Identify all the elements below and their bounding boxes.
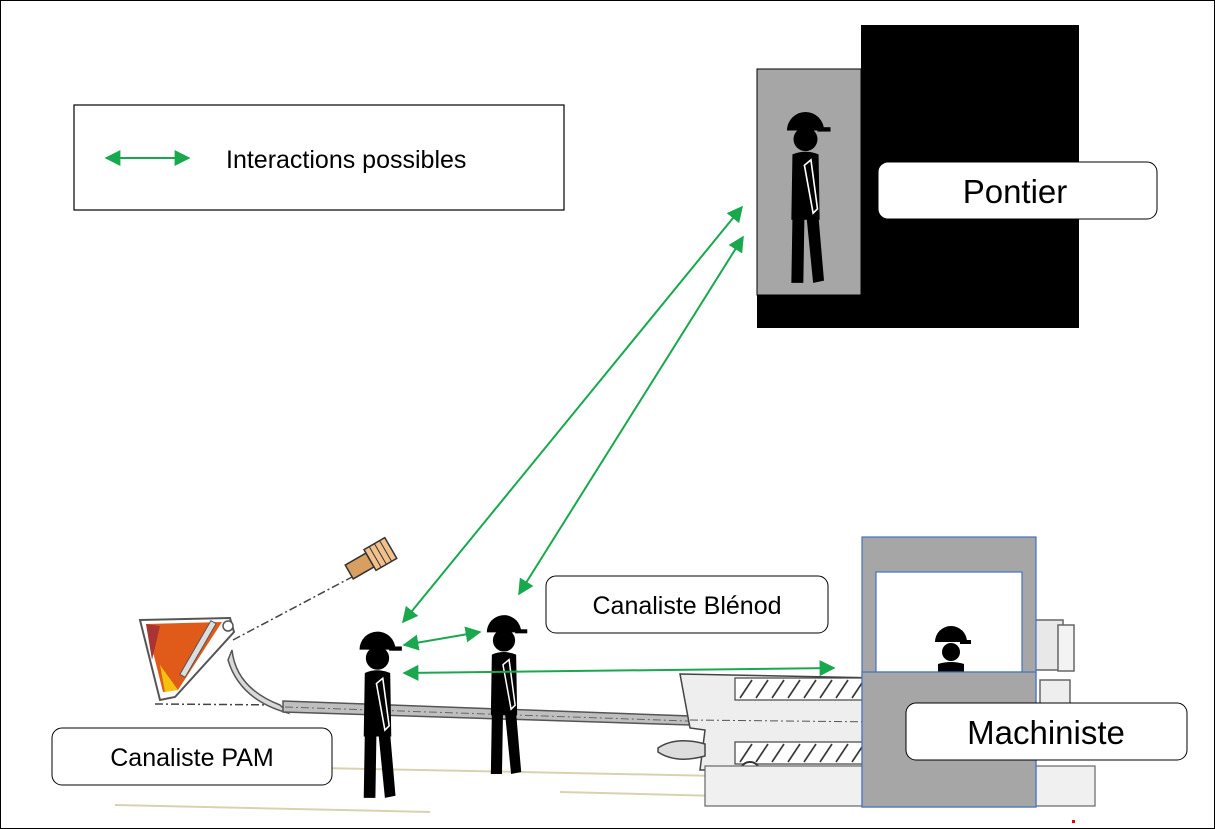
trough bbox=[282, 700, 691, 726]
legend-text: Interactions possibles bbox=[226, 146, 466, 174]
machiniste-worker-icon bbox=[935, 626, 971, 672]
machiniste-label-box bbox=[905, 702, 1188, 761]
pontier-label: Pontier bbox=[963, 173, 1068, 210]
canaliste-pam-label-box bbox=[51, 727, 333, 786]
spout bbox=[227, 649, 291, 715]
canaliste-blenod-label: Canaliste Blénod bbox=[592, 592, 781, 620]
pontier-label-box bbox=[877, 161, 1158, 220]
legend: Interactions possibles bbox=[73, 104, 565, 211]
pyrometer-icon bbox=[344, 536, 398, 580]
arrow-blenod-pontier bbox=[518, 235, 744, 596]
interaction-arrows bbox=[401, 205, 836, 681]
arrow-pam-pontier bbox=[401, 205, 744, 624]
arrow-pam-blenod bbox=[402, 626, 482, 651]
ladle-assembly bbox=[138, 536, 691, 726]
canaliste-blenod-worker-icon bbox=[486, 614, 529, 775]
pyrometer-sightline bbox=[232, 576, 353, 641]
machiniste-label: Machiniste bbox=[967, 714, 1125, 751]
cabin-floor bbox=[757, 295, 1079, 328]
crane-cabin: Pontier bbox=[756, 25, 1158, 328]
arrow-pam-machiniste bbox=[402, 660, 836, 681]
casting-machine: Machiniste bbox=[657, 536, 1188, 808]
canaliste-pam-label: Canaliste PAM bbox=[110, 744, 274, 772]
